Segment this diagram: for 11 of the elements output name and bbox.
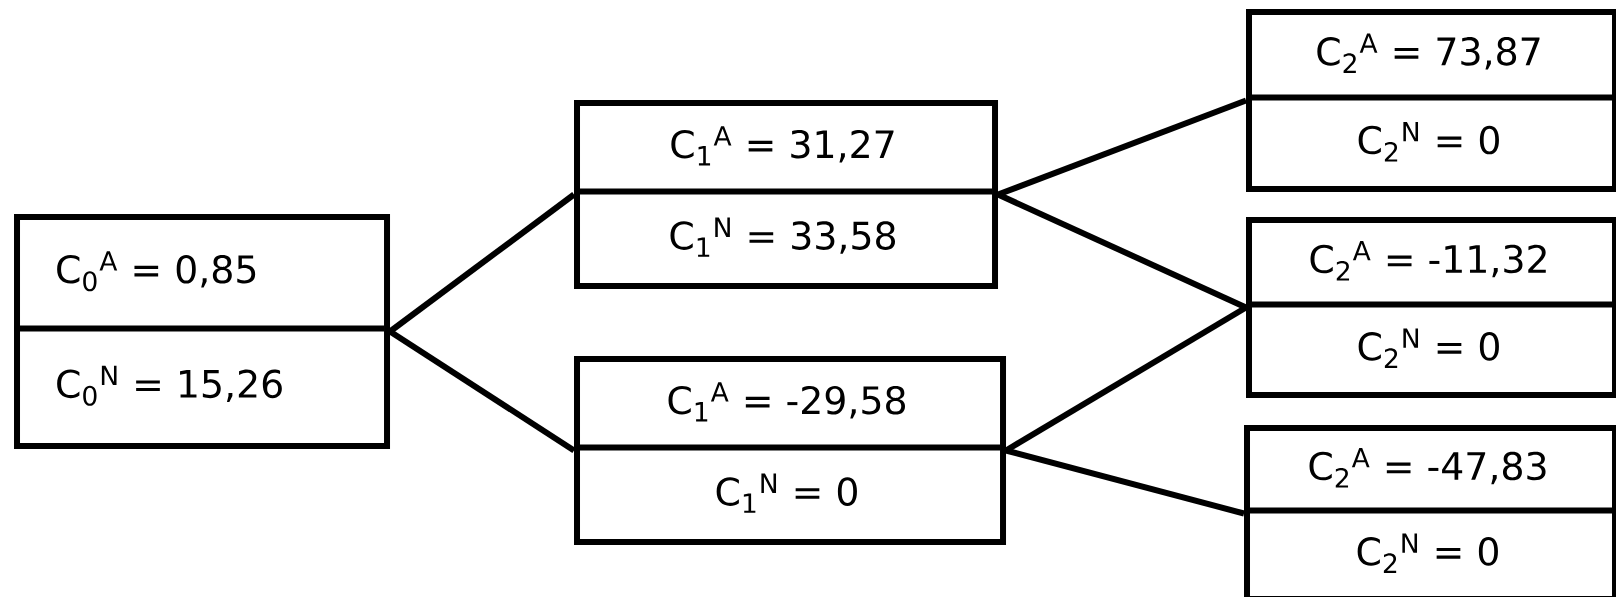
connector-line (388, 328, 576, 453)
value-box: C$_{1}$$^{A}$ = 31,27 C$_{1}$$^{N}$ = 33,58 (574, 100, 998, 289)
value-box: C$_{2}$$^{A}$ = -11,32 C$_{2}$$^{N}$ = 0 (1246, 217, 1616, 398)
connector-line (996, 97, 1248, 198)
connector-line (996, 191, 1248, 311)
connector-line (388, 192, 576, 334)
value-box: C$_{0}$$^{A}$ = 0,85 C$_{0}$$^{N}$ = 15,26 (14, 214, 390, 449)
connector-line (1005, 447, 1245, 517)
value-box: C$_{2}$$^{A}$ = 73,87 C$_{2}$$^{N}$ = 0 (1246, 9, 1616, 192)
value-box: C$_{2}$$^{A}$ = -47,83 C$_{2}$$^{N}$ = 0 (1244, 425, 1616, 597)
value-box: C$_{1}$$^{A}$ = -29,58 C$_{1}$$^{N}$ = 0 (574, 356, 1006, 545)
